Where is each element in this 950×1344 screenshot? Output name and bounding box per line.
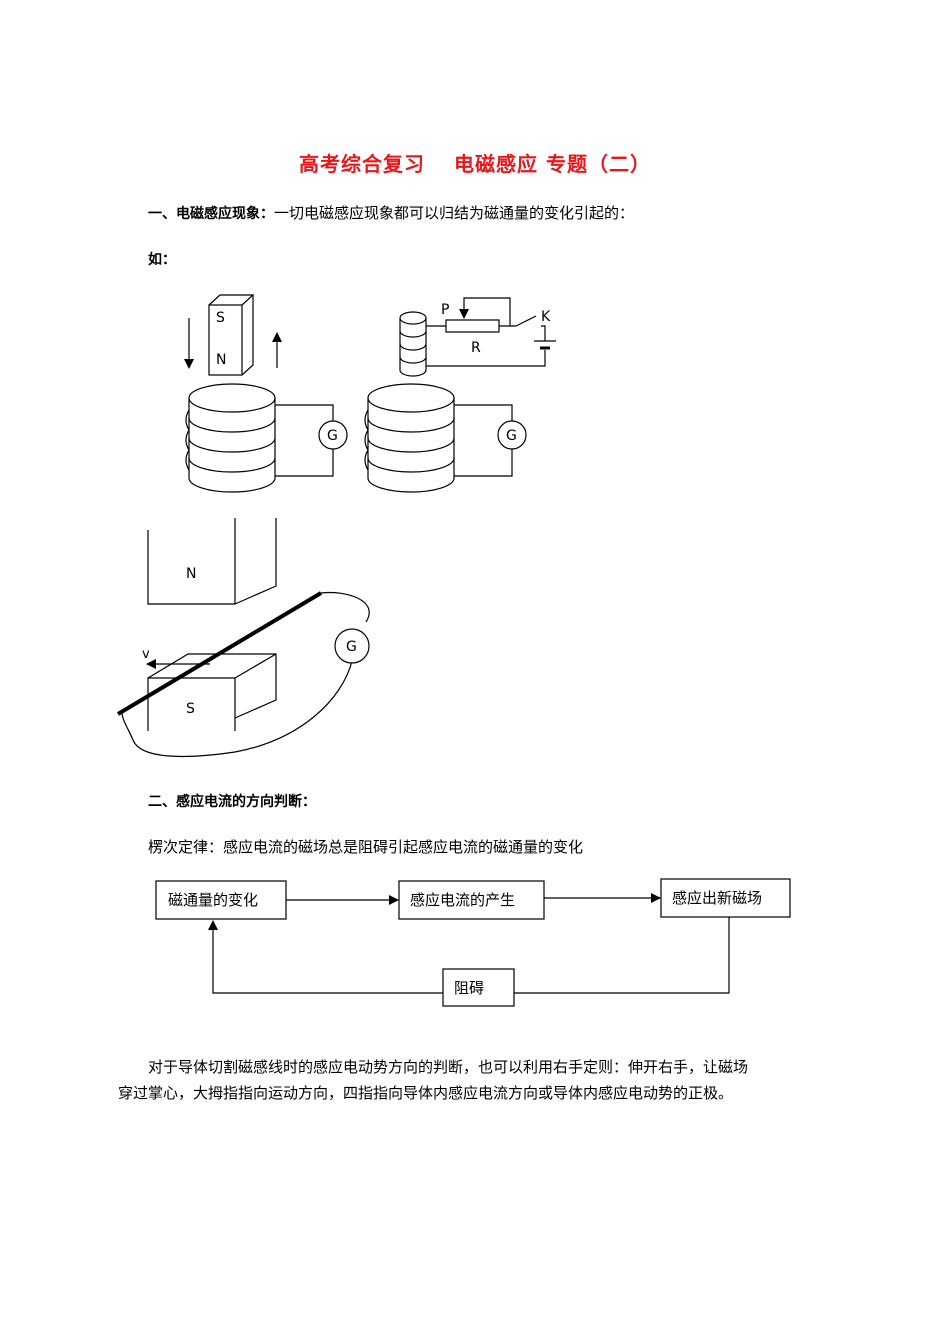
lenz-flowchart: 磁通量的变化 感应电流的产生 感应出新磁场 阻碍 xyxy=(155,878,791,1007)
paragraph-line-2: 穿过掌心，大拇指指向运动方向，四指指向导体内感应电流方向或导体内感应电动势的正极… xyxy=(118,1084,734,1102)
flow-box2-label: 感应电流的产生 xyxy=(410,891,515,909)
galvanometer-3 xyxy=(334,628,370,664)
primary-coil xyxy=(399,311,427,377)
figure1-magnet-coil: S N G xyxy=(184,294,348,493)
switch-label: K xyxy=(541,309,551,325)
flow-box1-label: 磁通量的变化 xyxy=(168,891,258,909)
lenz-law-text: 楞次定律：感应电流的磁场总是阻碍引起感应电流的磁通量的变化 xyxy=(148,838,584,856)
flow-box4-label: 阻碍 xyxy=(454,979,484,997)
arrow-4 xyxy=(208,920,443,994)
flow-box-hinder xyxy=(442,968,515,1007)
page-title: 高考综合复习 电磁感应 专题（二） xyxy=(299,152,651,176)
galvanometer-3-label: G xyxy=(346,639,357,655)
figure3-moving-conductor: N S v G xyxy=(116,518,370,758)
galvanometer-2 xyxy=(497,420,527,450)
flow-box-new-field xyxy=(660,878,791,918)
bar-magnet: S N xyxy=(208,294,255,376)
flow-box-current xyxy=(398,880,545,920)
figure2-transformer-circuit: P R K G xyxy=(364,297,556,493)
velocity-label: v xyxy=(142,647,150,662)
galvanometer-1 xyxy=(318,420,348,450)
pole-n: N xyxy=(147,518,277,605)
section2-heading: 二、感应电流的方向判断： xyxy=(148,794,316,810)
conductor-rod xyxy=(116,591,323,716)
switch xyxy=(515,315,537,327)
secondary-coil xyxy=(364,383,455,493)
example-label: 如： xyxy=(148,252,176,268)
section1-text: 一切电磁感应现象都可以归结为磁通量的变化引起的： xyxy=(274,204,635,222)
slider-label: P xyxy=(441,302,449,318)
section1-line: 一、电磁感应现象：一切电磁感应现象都可以归结为磁通量的变化引起的： xyxy=(148,202,634,223)
magnet-label-n: N xyxy=(216,352,226,368)
arrow-3 xyxy=(514,917,730,994)
paragraph-line-1: 对于导体切割磁感线时的感应电动势方向的判断，也可以利用右手定则：伸开右手，让磁场 xyxy=(118,1058,749,1076)
resistor-label: R xyxy=(471,340,481,356)
resistor xyxy=(445,319,500,333)
right-hand-rule-paragraph: 对于导体切割磁感线时的感应电动势方向的判断，也可以利用右手定则：伸开右手，让磁场… xyxy=(118,1054,830,1106)
pole-s: S xyxy=(147,653,277,731)
pole-s-label: S xyxy=(186,701,195,717)
galvanometer-2-label: G xyxy=(506,428,517,444)
galvanometer-1-label: G xyxy=(327,428,338,444)
magnet-label-s: S xyxy=(216,310,225,326)
section1-heading: 一、电磁感应现象： xyxy=(148,206,274,222)
coil-1 xyxy=(185,383,276,493)
flow-box3-label: 感应出新磁场 xyxy=(672,889,762,907)
pole-n-label: N xyxy=(186,566,196,582)
